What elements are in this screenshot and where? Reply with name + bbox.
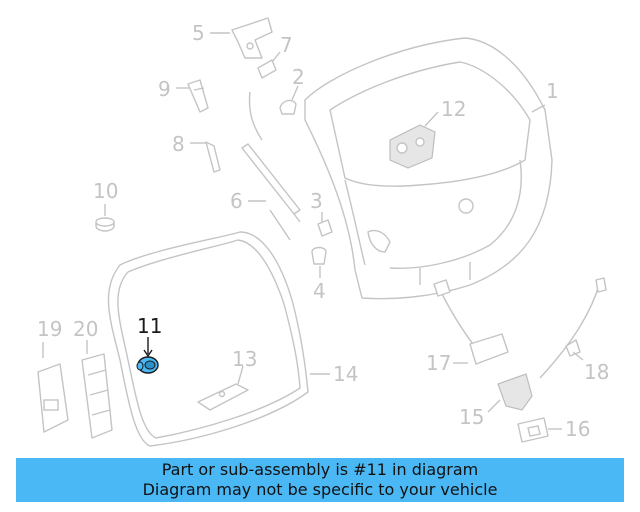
leader-18 (572, 351, 584, 361)
part-17-latch-cable (433, 279, 509, 365)
banner-line-1: Part or sub-assembly is #11 in diagram (161, 460, 479, 479)
callout-2: 2 (292, 65, 305, 89)
callout-18: 18 (584, 360, 609, 384)
part-12-wiper-motor (389, 124, 436, 169)
part-6-strut (241, 91, 301, 241)
callout-17: 17 (426, 351, 451, 375)
banner-line-2: Diagram may not be specific to your vehi… (142, 480, 498, 499)
callout-9: 9 (158, 77, 171, 101)
callout-5: 5 (192, 21, 205, 45)
callout-15: 15 (459, 405, 484, 429)
part-19-module (37, 363, 69, 433)
callout-14: 14 (333, 362, 358, 386)
part-4-stop (311, 246, 327, 265)
leader-7 (271, 51, 281, 63)
leader-12 (424, 111, 439, 127)
callout-19: 19 (37, 317, 62, 341)
part-5-hinge (231, 17, 273, 59)
info-banner: Part or sub-assembly is #11 in diagram D… (16, 458, 624, 502)
callout-4: 4 (313, 279, 326, 303)
part-8-bracket (205, 141, 221, 173)
callout-12: 12 (441, 97, 466, 121)
part-3-clip (317, 219, 333, 237)
callout-10: 10 (93, 179, 118, 203)
part-14-weatherstrip (107, 231, 309, 447)
leader-2 (291, 85, 299, 101)
callout-11: 11 (137, 314, 162, 338)
callout-20: 20 (73, 317, 98, 341)
part-13-handle-bracket (197, 383, 249, 411)
part-16-striker (517, 417, 549, 443)
arrow-11-icon (143, 349, 153, 358)
callout-8: 8 (172, 132, 185, 156)
part-10-cap (95, 217, 115, 232)
part-11-grommet (136, 356, 159, 374)
leader-13 (237, 365, 244, 385)
callout-3: 3 (310, 189, 323, 213)
part-20-cover (81, 353, 113, 439)
callout-13: 13 (232, 347, 257, 371)
part-1-tailgate (304, 37, 553, 300)
parts-diagram: 1 12 5 7 2 9 8 6 (37, 17, 609, 447)
callout-7: 7 (280, 33, 293, 57)
callout-16: 16 (565, 417, 590, 441)
callout-1: 1 (546, 79, 559, 103)
part-2-bumper (279, 99, 297, 115)
leader-15 (487, 399, 501, 413)
part-9-bracket (187, 79, 209, 113)
leader-1 (531, 104, 546, 113)
part-18-release-cable (539, 277, 607, 379)
part-15-actuator (497, 373, 533, 411)
callout-6: 6 (230, 189, 243, 213)
part-7-bolt (257, 59, 277, 79)
